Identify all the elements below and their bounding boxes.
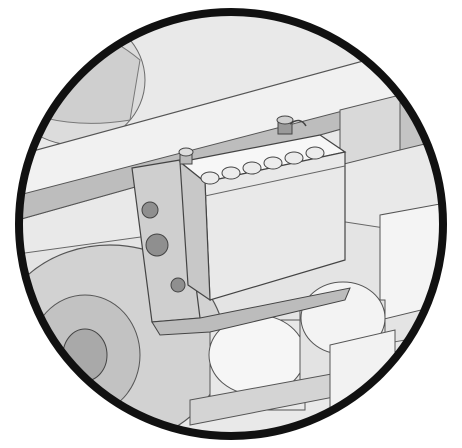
positive-terminal [276,115,307,135]
bracket-hole-middle [145,233,169,257]
cell-caps [200,146,325,185]
circle-frame [15,8,447,440]
negative-terminal [178,147,194,165]
bracket-hole-top [141,201,159,219]
right-panel [379,199,440,321]
battery [178,115,347,302]
bracket-hole-bottom [170,277,186,293]
battery-side [179,160,211,302]
